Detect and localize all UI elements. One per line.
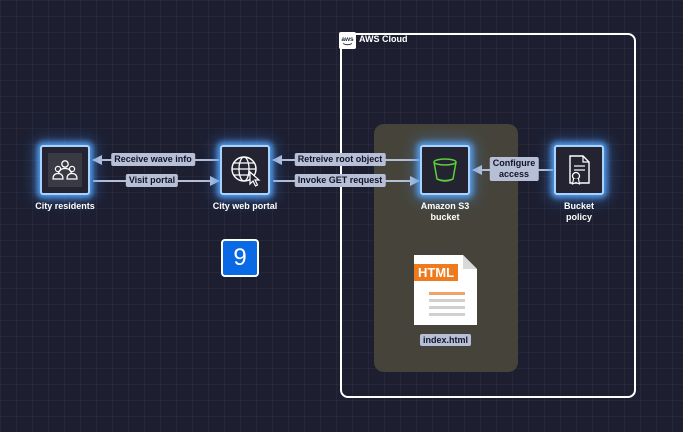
invoke-get-request-label: Invoke GET request [294, 174, 386, 187]
s3-label-line2: bucket [430, 212, 460, 222]
bucket-policy-node[interactable] [554, 145, 604, 195]
city-residents-label: City residents [35, 201, 95, 211]
bucket-policy-label: Bucket policy [564, 201, 594, 223]
aws-cloud-label: AWS Cloud [359, 34, 408, 44]
city-web-portal-node[interactable] [220, 145, 270, 195]
html-file-icon[interactable]: HTML [413, 254, 478, 326]
policy-label-line2: policy [565, 212, 593, 222]
policy-label-line1: Bucket [563, 201, 595, 211]
svg-text:aws: aws [341, 36, 354, 43]
retrieve-root-object-label: Retreive root object [294, 153, 386, 166]
globe-cursor-icon [231, 156, 261, 187]
city-web-portal-label: City web portal [212, 201, 278, 211]
amazon-s3-bucket-node[interactable] [420, 145, 470, 195]
bucket-icon [433, 158, 457, 182]
city-residents-node[interactable] [40, 145, 90, 195]
configure-line2: access [498, 169, 530, 179]
aws-cloud-container [340, 33, 636, 398]
visit-portal-label: Visit portal [125, 174, 179, 187]
configure-access-label: Configure access [489, 157, 539, 181]
index-html-label: index.html [420, 334, 472, 346]
s3-bucket-label: Amazon S3 bucket [421, 201, 470, 223]
document-badge-icon [569, 155, 590, 185]
svg-text:HTML: HTML [418, 265, 454, 280]
configure-line1: Configure [492, 158, 536, 168]
aws-logo-icon: aws [339, 32, 356, 49]
users-icon [48, 153, 82, 187]
receive-wave-info-label: Receive wave info [111, 153, 195, 166]
step-number-badge: 9 [221, 239, 259, 277]
s3-label-line1: Amazon S3 [420, 201, 470, 211]
